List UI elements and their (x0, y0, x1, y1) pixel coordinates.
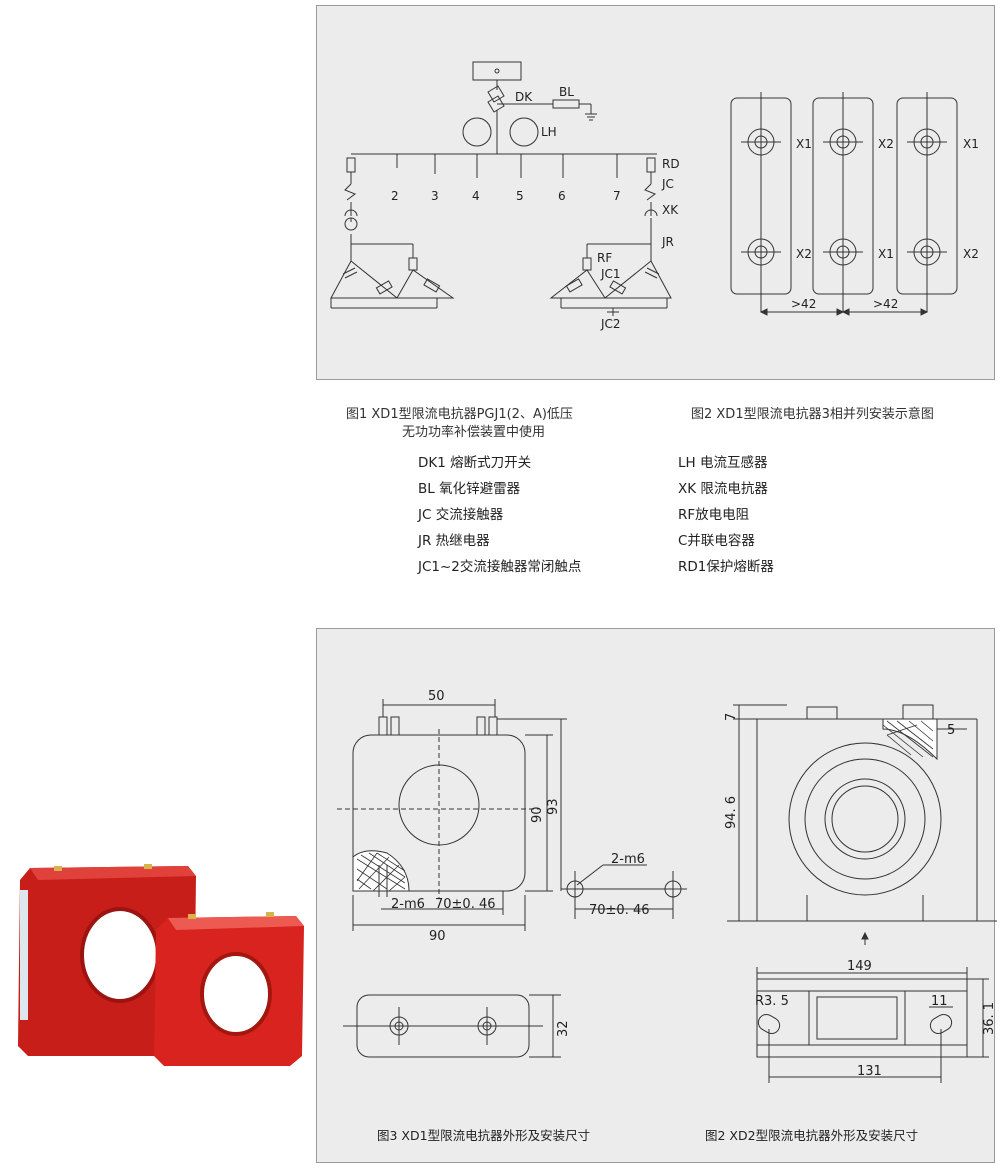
label-dk: DK (515, 90, 533, 104)
dimension-drawings: 50 90 2-m6 70±0. 46 2-m6 70±0. 46 90 93 … (337, 689, 997, 1143)
dim-label: R3. 5 (755, 994, 789, 1009)
dim-label: 2-m6 (611, 852, 645, 867)
label-bl: BL (559, 85, 574, 99)
branch-label: 4 (472, 189, 480, 203)
dim-label: 131 (857, 1064, 882, 1079)
dim-label: 11 (931, 994, 948, 1009)
dim-label: 94. 6 (724, 796, 739, 829)
label-lh: LH (541, 125, 557, 139)
dim-label: 70±0. 46 (589, 903, 650, 918)
terminal-label: X2 (796, 247, 812, 261)
label-xk: XK (662, 203, 679, 217)
legend-item: JC1~2交流接触器常闭触点 (418, 559, 582, 575)
dim-label: 90 (530, 806, 545, 823)
legend-item: JR 热继电器 (418, 533, 490, 549)
dim-label: 5 (947, 723, 955, 738)
label-rd: RD (662, 157, 680, 171)
legend-item: XK 限流电抗器 (678, 481, 768, 497)
spacing-dimension: >42 (873, 297, 898, 311)
terminal-label: X2 (963, 247, 979, 261)
fig1-caption-line1: 图1 XD1型限流电抗器PGJ1(2、A)低压 (346, 407, 573, 422)
legend-item: C并联电容器 (678, 533, 755, 549)
reactor-product-photo (18, 864, 304, 1066)
dim-label: 50 (428, 689, 445, 704)
legend-item: JC 交流接触器 (418, 507, 504, 523)
terminal-label: X1 (796, 137, 812, 151)
dim-label: 32 (556, 1020, 571, 1037)
fig4-caption: 图2 XD2型限流电抗器外形及安装尺寸 (705, 1128, 918, 1143)
dim-label: 2-m6 (391, 897, 425, 912)
legend-item: RD1保护熔断器 (678, 559, 774, 575)
label-rf: RF (597, 251, 612, 265)
dim-label: 7 (724, 713, 739, 721)
branch-label: 6 (558, 189, 566, 203)
legend-item: BL 氧化锌避雷器 (418, 481, 521, 497)
spacing-dimension: >42 (791, 297, 816, 311)
terminal-label: X1 (878, 247, 894, 261)
branch-label: 7 (613, 189, 621, 203)
legend-left: DK1 熔断式刀开关 BL 氧化锌避雷器 JC 交流接触器 JR 热继电器 JC… (418, 450, 581, 580)
figure-panel-bottom: 50 90 2-m6 70±0. 46 2-m6 70±0. 46 90 93 … (316, 628, 997, 1163)
legend-item: DK1 熔断式刀开关 (418, 455, 532, 471)
terminal-label: X2 (878, 137, 894, 151)
terminal-label: X1 (963, 137, 979, 151)
label-jr: JR (661, 235, 674, 249)
label-jc: JC (661, 177, 674, 191)
legend-right: LH 电流互感器 XK 限流电抗器 RF放电电阻 C并联电容器 RD1保护熔断器 (678, 450, 774, 580)
figure-panel-top: DK BL LH RD JC XK JR RF JC1 JC2 2 3 4 5 … (316, 5, 995, 380)
dim-label: 149 (847, 959, 872, 974)
branch-label: 2 (391, 189, 399, 203)
dim-label: 90 (429, 929, 446, 944)
circuit-and-layout-diagram: DK BL LH RD JC XK JR RF JC1 JC2 2 3 4 5 … (330, 61, 979, 331)
dim-label: 70±0. 46 (435, 897, 496, 912)
fig2-caption: 图2 XD1型限流电抗器3相并列安装示意图 (691, 407, 934, 422)
dim-label: 36. 1 (982, 1002, 997, 1035)
dim-label: 93 (546, 798, 561, 815)
fig3-caption: 图3 XD1型限流电抗器外形及安装尺寸 (377, 1128, 590, 1143)
label-jc2: JC2 (600, 317, 621, 331)
fig1-caption-line2: 无功功率补偿装置中使用 (402, 425, 546, 440)
legend-item: RF放电电阻 (678, 507, 750, 523)
legend-item: LH 电流互感器 (678, 455, 768, 471)
branch-label: 5 (516, 189, 524, 203)
branch-label: 3 (431, 189, 439, 203)
label-jc1: JC1 (600, 267, 621, 281)
